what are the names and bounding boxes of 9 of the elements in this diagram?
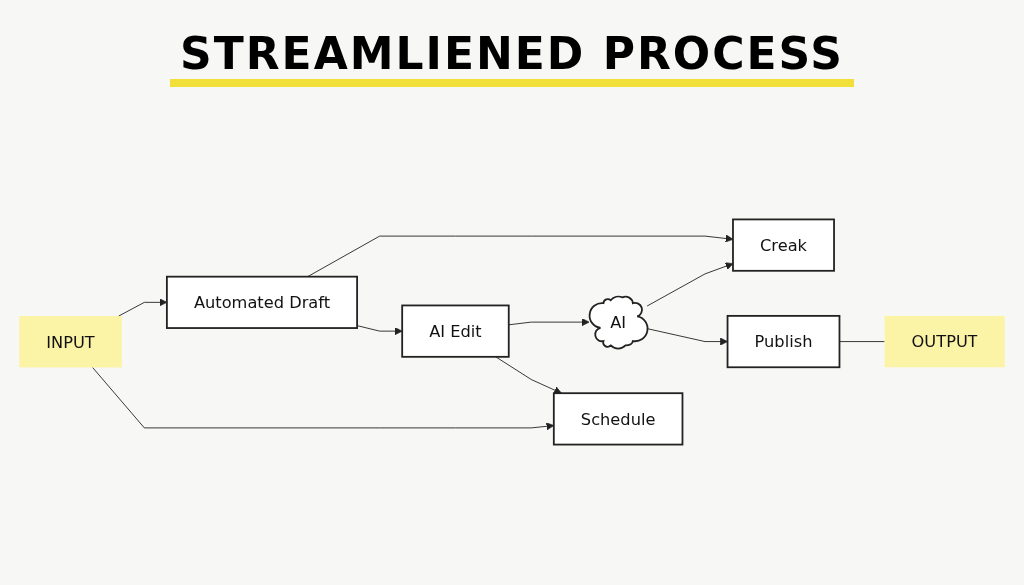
node-box: AI Edit: [401, 304, 510, 358]
connector: [839, 341, 885, 342]
node-box: Publish: [726, 315, 841, 369]
node-box: Schedule: [552, 392, 684, 446]
node-box: OUTPUT: [884, 315, 1005, 368]
title: STREAMLIENED PROCESS: [170, 28, 854, 87]
node-box: Creak: [732, 218, 835, 272]
node-box: INPUT: [19, 316, 122, 368]
node-box: Automated Draft: [166, 275, 358, 329]
